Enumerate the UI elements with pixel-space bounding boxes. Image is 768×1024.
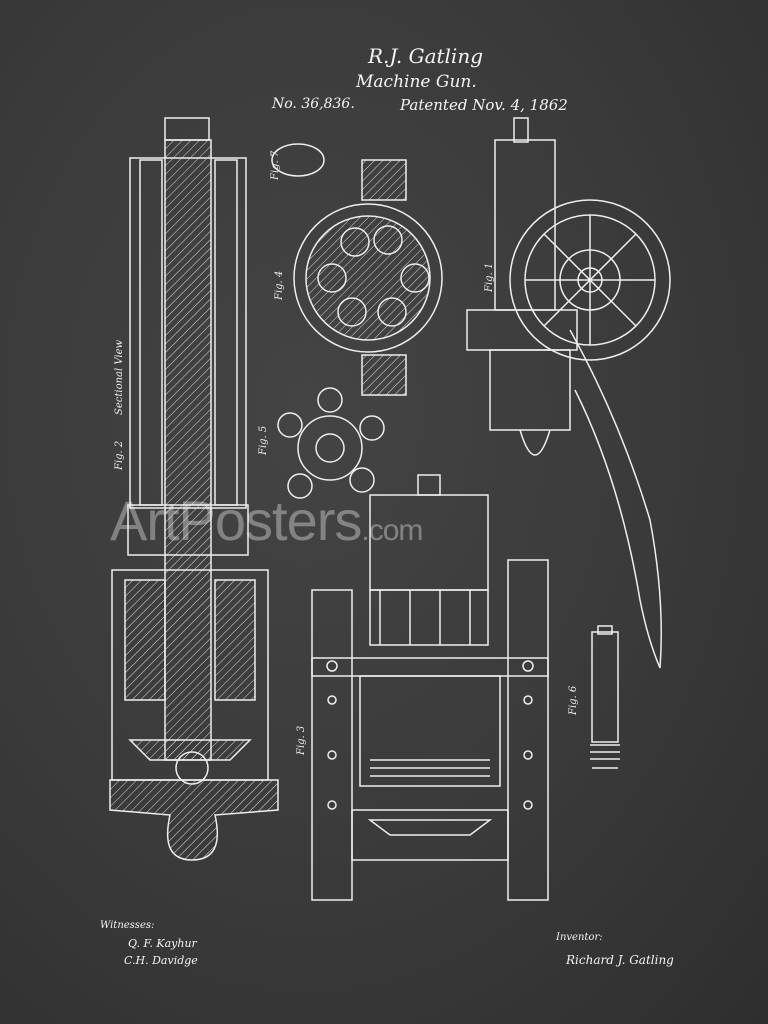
watermark-suffix: .com <box>361 514 423 547</box>
patent-title: Machine Gun. <box>356 72 477 92</box>
fig4-label: Fig. 4 <box>274 270 285 300</box>
inventor-signature: Richard J. Gatling <box>566 953 674 967</box>
fig1-side-view <box>466 117 671 669</box>
fig6-cartridge <box>590 625 620 769</box>
fig3-label: Fig. 3 <box>296 725 307 755</box>
inventor-label: Inventor: <box>556 932 603 943</box>
watermark: ArtPosters.com <box>110 488 423 553</box>
fig1-label: Fig. 1 <box>484 262 495 292</box>
fig7-label: Fig. 7 <box>270 150 281 180</box>
witness-signature-2: C.H. Davidge <box>124 954 198 967</box>
fig5-star-gear <box>277 387 385 499</box>
watermark-brand: ArtPosters <box>110 489 362 552</box>
fig2-label: Fig. 2 <box>114 440 125 470</box>
fig2-sectional-view <box>109 117 279 861</box>
inventor-name: R.J. Gatling <box>368 44 484 68</box>
patent-date: Patented Nov. 4, 1862 <box>400 96 568 114</box>
fig4-barrel-section <box>293 159 443 396</box>
fig2-caption: Sectional View <box>114 339 125 415</box>
fig6-label: Fig. 6 <box>568 685 579 715</box>
fig3-front-view <box>311 474 549 901</box>
witnesses-label: Witnesses: <box>100 920 155 931</box>
fig5-label: Fig. 5 <box>258 425 269 455</box>
witness-signature-1: Q. F. Kayhur <box>128 937 197 950</box>
fig7-ring <box>271 143 325 177</box>
patent-number: No. 36,836. <box>272 96 355 112</box>
